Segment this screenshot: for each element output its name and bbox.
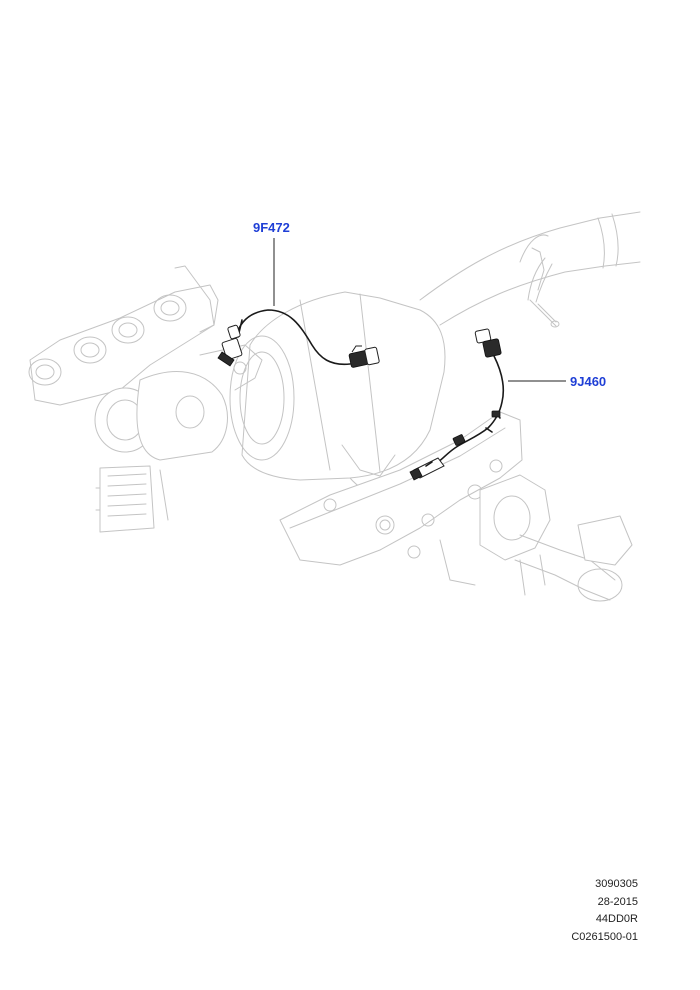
sensor-probe-9j460 [409,457,445,481]
sensor-probe-9f472 [217,324,243,367]
sensor-harness-9j460[interactable] [409,328,505,481]
sensor-harness-9f472[interactable] [217,309,380,368]
connector-9j460 [474,328,502,358]
stamp-line-3: 44DD0R [595,913,638,925]
stamp-line-4: C0261500-01 [571,930,638,943]
harness-wire-9j460 [437,355,505,463]
callout-9j460[interactable]: 9J460 [570,374,606,389]
stamp-line-1: 3090305 [595,878,638,890]
exhaust-manifold-lower [279,411,633,602]
connector-9f472 [348,345,380,368]
stamp-line-2: 28-2015 [597,895,638,908]
drawing-reference-stamp: 3090305 28-2015 44DD0R C0261500-01 [548,876,638,946]
particulate-filter [229,291,446,496]
harness-wire-9f472 [235,309,351,366]
turbocharger [28,265,263,533]
exhaust-pipe [419,211,641,328]
callout-9f472[interactable]: 9F472 [253,220,290,235]
